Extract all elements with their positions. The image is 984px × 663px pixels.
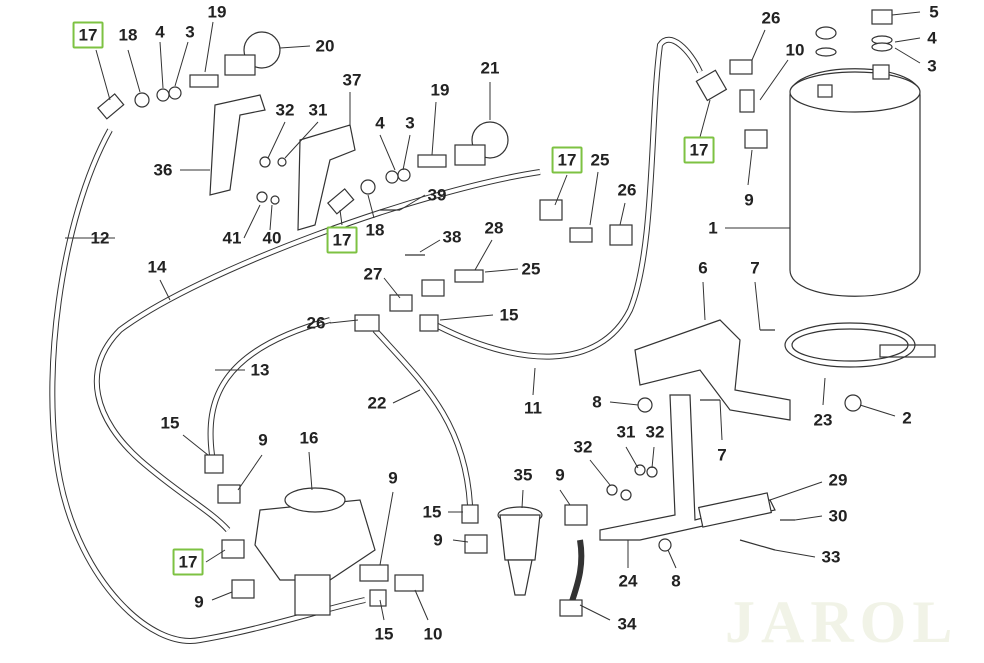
- callout-32: 32: [573, 437, 593, 457]
- callout-13: 13: [250, 360, 270, 380]
- callout-3: 3: [927, 56, 937, 76]
- callout-21: 21: [480, 58, 500, 78]
- callout-25: 25: [590, 150, 610, 170]
- callout-9: 9: [433, 530, 443, 550]
- callout-15: 15: [422, 502, 442, 522]
- bracket-36: [209, 94, 266, 196]
- callout-6: 6: [698, 258, 708, 278]
- callout-41: 41: [222, 228, 242, 248]
- callout-2: 2: [902, 408, 912, 428]
- pipe-11: [428, 36, 703, 360]
- plate-29: [697, 492, 773, 528]
- bracket-6: [634, 319, 791, 421]
- callout-31: 31: [308, 100, 328, 120]
- callout-26: 26: [761, 8, 781, 28]
- callout-33: 33: [821, 547, 841, 567]
- callout-15: 15: [499, 305, 519, 325]
- callout-40: 40: [262, 228, 282, 248]
- air-tank: [789, 64, 921, 297]
- callout-3: 3: [185, 22, 195, 42]
- callout-7: 7: [717, 445, 727, 465]
- callout-37: 37: [342, 70, 362, 90]
- callout-20: 20: [315, 36, 335, 56]
- callout-8: 8: [671, 571, 681, 591]
- bracket-37: [297, 124, 356, 231]
- callout-17: 17: [326, 226, 358, 254]
- callout-9: 9: [744, 190, 754, 210]
- callout-26: 26: [306, 313, 326, 333]
- callout-17: 17: [551, 146, 583, 174]
- callout-39: 39: [427, 185, 447, 205]
- callout-10: 10: [423, 624, 443, 644]
- callout-1: 1: [708, 218, 718, 238]
- callout-9: 9: [555, 465, 565, 485]
- callout-26: 26: [617, 180, 637, 200]
- callout-29: 29: [828, 470, 848, 490]
- pipe-14: [93, 169, 541, 533]
- coupling-21: [454, 121, 509, 166]
- coupling-20: [224, 31, 281, 76]
- callout-32: 32: [275, 100, 295, 120]
- bracket-24: [599, 394, 776, 541]
- leader-lines: [65, 11, 921, 621]
- callout-32: 32: [645, 422, 665, 442]
- callout-24: 24: [618, 571, 638, 591]
- callout-5: 5: [929, 2, 939, 22]
- callout-19: 19: [430, 80, 450, 100]
- callout-4: 4: [375, 113, 385, 133]
- callout-38: 38: [442, 227, 462, 247]
- watermark: JAROL: [725, 589, 959, 655]
- callout-17: 17: [683, 136, 715, 164]
- callout-30: 30: [828, 506, 848, 526]
- callout-4: 4: [155, 22, 165, 42]
- callout-28: 28: [484, 218, 504, 238]
- callout-9: 9: [258, 430, 268, 450]
- fittings: [96, 9, 893, 617]
- callout-23: 23: [813, 410, 833, 430]
- callout-25: 25: [521, 259, 541, 279]
- valve-35: [497, 506, 543, 596]
- callout-27: 27: [363, 264, 383, 284]
- callout-10: 10: [785, 40, 805, 60]
- pipe-34: [567, 539, 585, 609]
- callout-15: 15: [160, 413, 180, 433]
- callout-9: 9: [194, 592, 204, 612]
- callout-7: 7: [750, 258, 760, 278]
- callout-4: 4: [927, 28, 937, 48]
- callout-34: 34: [617, 614, 637, 634]
- callout-3: 3: [405, 113, 415, 133]
- callout-15: 15: [374, 624, 394, 644]
- callout-14: 14: [147, 257, 167, 277]
- callout-8: 8: [592, 392, 602, 412]
- callout-18: 18: [118, 25, 138, 45]
- callout-18: 18: [365, 220, 385, 240]
- callout-17: 17: [172, 548, 204, 576]
- callout-36: 36: [153, 160, 173, 180]
- callout-22: 22: [367, 393, 387, 413]
- callout-17: 17: [72, 21, 104, 49]
- callout-9: 9: [388, 468, 398, 488]
- valve-16: [254, 487, 376, 616]
- callout-11: 11: [524, 398, 542, 418]
- callout-35: 35: [513, 465, 533, 485]
- callout-19: 19: [207, 2, 227, 22]
- callout-16: 16: [299, 428, 319, 448]
- callout-31: 31: [616, 422, 636, 442]
- callout-12: 12: [90, 228, 110, 248]
- tank-clamp: [784, 322, 936, 368]
